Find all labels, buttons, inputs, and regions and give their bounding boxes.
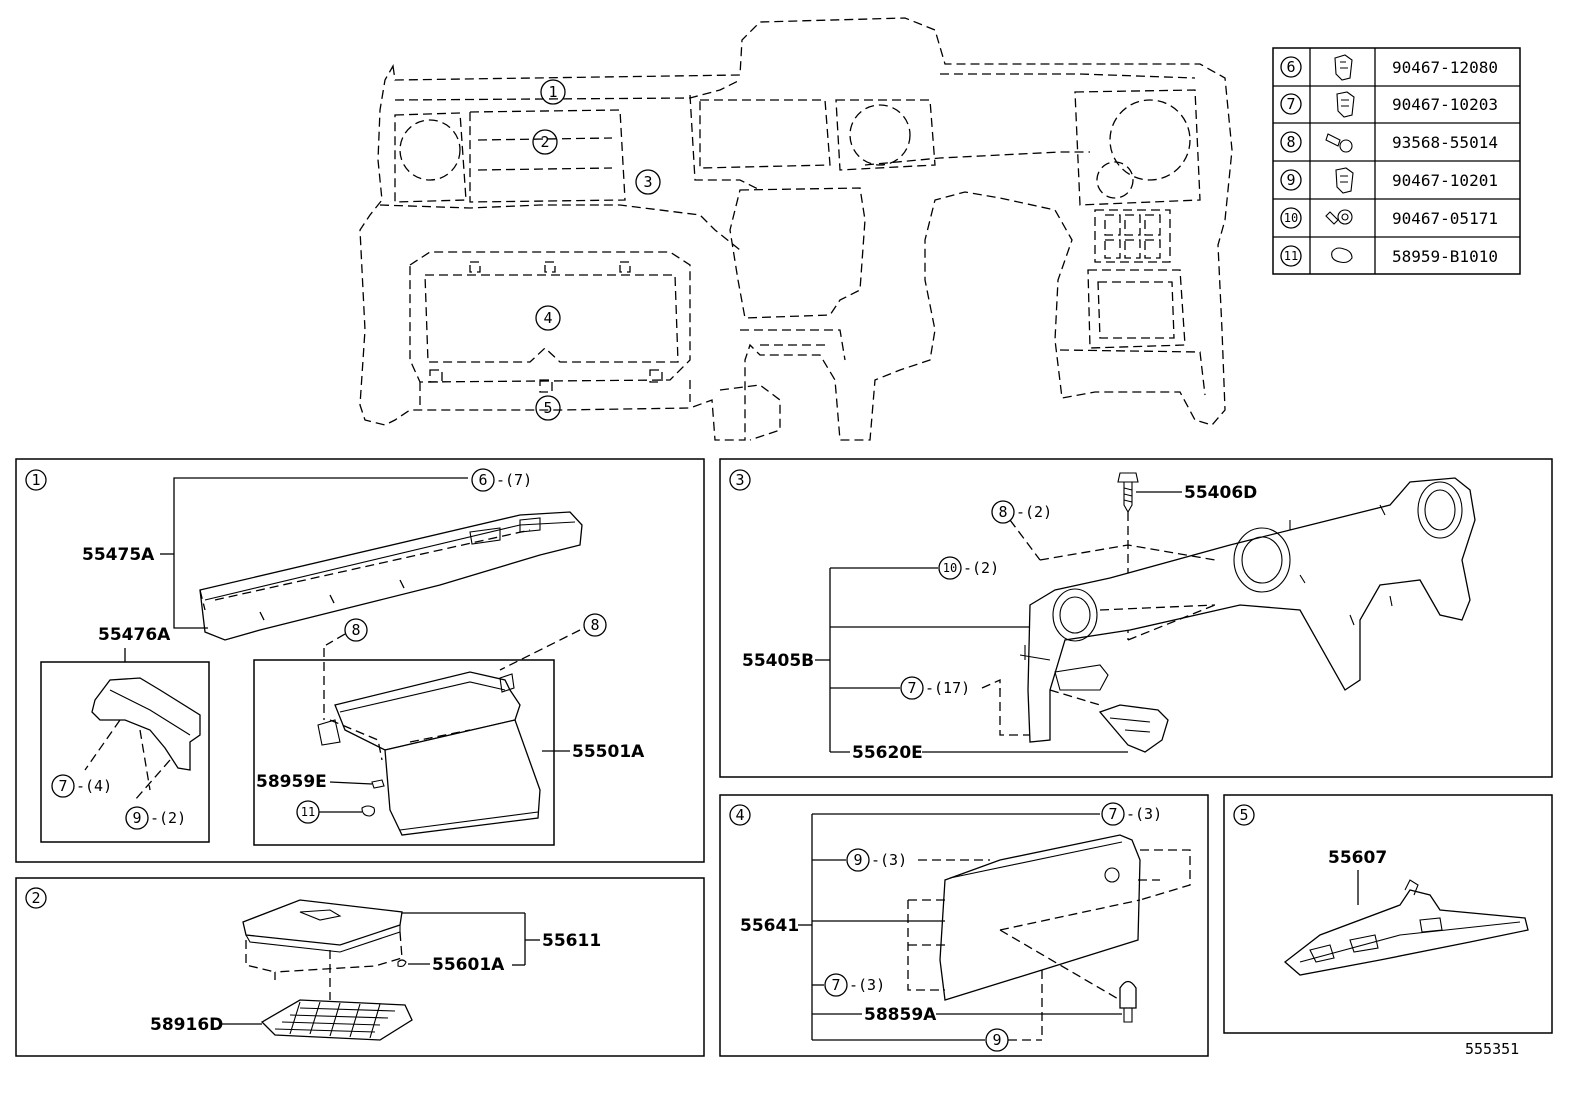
overview-callout-4: 4: [543, 309, 552, 327]
instrument-panel-overview: [359, 17, 1233, 441]
panel-5-label: 5: [1239, 806, 1248, 824]
panel1-ref-9: 9: [132, 809, 141, 827]
panel1-ref-8a: 8: [351, 621, 360, 639]
clip-icon: [1334, 54, 1353, 81]
panel-1: 1 55475A 6 -(7) 55476A 7 -(4) 9 -(2): [15, 458, 705, 863]
overview-callout-2: 2: [540, 133, 549, 151]
panel-2-label: 2: [31, 889, 40, 907]
part-55641: 55641: [740, 916, 799, 936]
panel1-ref-7-qty: -(4): [76, 777, 112, 795]
panel4-ref-7b-qty: -(3): [849, 976, 885, 994]
panel4-ref-7b: 7: [831, 976, 840, 994]
panel-3: 3 55406D 55405B 55620E: [719, 458, 1553, 778]
fastener-table: 6 90467-12080 7 90467-10203 8 93568-5501…: [1272, 47, 1521, 275]
push-clip-icon: [1325, 209, 1353, 225]
panel4-ref-9b: 9: [992, 1031, 1001, 1049]
screw-55406D-drawing: [1117, 472, 1139, 514]
panel-3-label: 3: [735, 471, 744, 489]
overview-callouts: 1 2 3 4 5: [532, 79, 661, 421]
table-part-no-7: 90467-10203: [1392, 95, 1498, 114]
part-55405B: 55405B: [742, 651, 814, 671]
table-part-no-10: 90467-05171: [1392, 209, 1498, 228]
table-ref-7: 7: [1286, 95, 1295, 113]
screw-icon: [1325, 133, 1353, 153]
table-part-no-6: 90467-12080: [1392, 58, 1498, 77]
table-ref-9: 9: [1286, 171, 1295, 189]
overview-callout-3: 3: [643, 173, 652, 191]
panel-4: 4 55641 58859A 7 -(3) 9 -(3) 7 -(3) 9: [719, 794, 1209, 1057]
overview-callout-5: 5: [543, 399, 552, 417]
panel4-ref-9a-qty: -(3): [871, 851, 907, 869]
panel-5: 5 55607: [1223, 794, 1553, 1034]
panel1-ref-6-qty: -(7): [496, 471, 532, 489]
part-55611: 55611: [542, 931, 601, 951]
panel-4-label: 4: [735, 806, 744, 824]
panel4-ref-7a-qty: -(3): [1126, 805, 1162, 823]
panel3-ref-7: 7: [907, 679, 916, 697]
part-55476A: 55476A: [98, 625, 171, 645]
panel-1-label: 1: [31, 471, 40, 489]
part-58859A: 58859A: [864, 1005, 937, 1025]
table-ref-6: 6: [1286, 58, 1295, 76]
part-55607: 55607: [1328, 848, 1387, 868]
table-ref-10: 10: [1284, 211, 1298, 225]
part-55406D: 55406D: [1184, 483, 1257, 503]
panel1-ref-6: 6: [478, 471, 487, 489]
panel1-ref-7: 7: [58, 777, 67, 795]
panel1-ref-11: 11: [301, 805, 315, 819]
panel1-ref-9-qty: -(2): [150, 809, 186, 827]
panel3-ref-7-qty: -(17): [925, 679, 970, 697]
part-55601A: 55601A: [432, 955, 505, 975]
clip-icon: [1335, 167, 1354, 194]
table-ref-8: 8: [1286, 133, 1295, 151]
part-55475A: 55475A: [82, 545, 155, 565]
table-part-no-9: 90467-10201: [1392, 171, 1498, 190]
panel-2: 2 55611 55601A 58916D: [15, 877, 705, 1057]
table-part-no-8: 93568-55014: [1392, 133, 1498, 152]
panel4-ref-7a: 7: [1108, 805, 1117, 823]
table-part-no-11: 58959-B1010: [1392, 247, 1498, 266]
diagram-id: 555351: [1465, 1040, 1519, 1058]
part-55620E: 55620E: [852, 743, 923, 763]
table-ref-11: 11: [1284, 249, 1298, 263]
part-58959E: 58959E: [256, 772, 327, 792]
clip-icon: [1336, 91, 1355, 118]
part-58916D: 58916D: [150, 1015, 223, 1035]
cushion-icon: [1331, 247, 1353, 264]
overview-callout-1: 1: [548, 83, 557, 101]
panel1-ref-8b: 8: [590, 616, 599, 634]
panel3-ref-8-qty: -(2): [1016, 503, 1052, 521]
panel3-ref-8: 8: [998, 503, 1007, 521]
panel4-ref-9a: 9: [853, 851, 862, 869]
panel3-ref-10: 10: [943, 561, 957, 575]
panel3-ref-10-qty: -(2): [963, 559, 999, 577]
part-55501A: 55501A: [572, 742, 645, 762]
